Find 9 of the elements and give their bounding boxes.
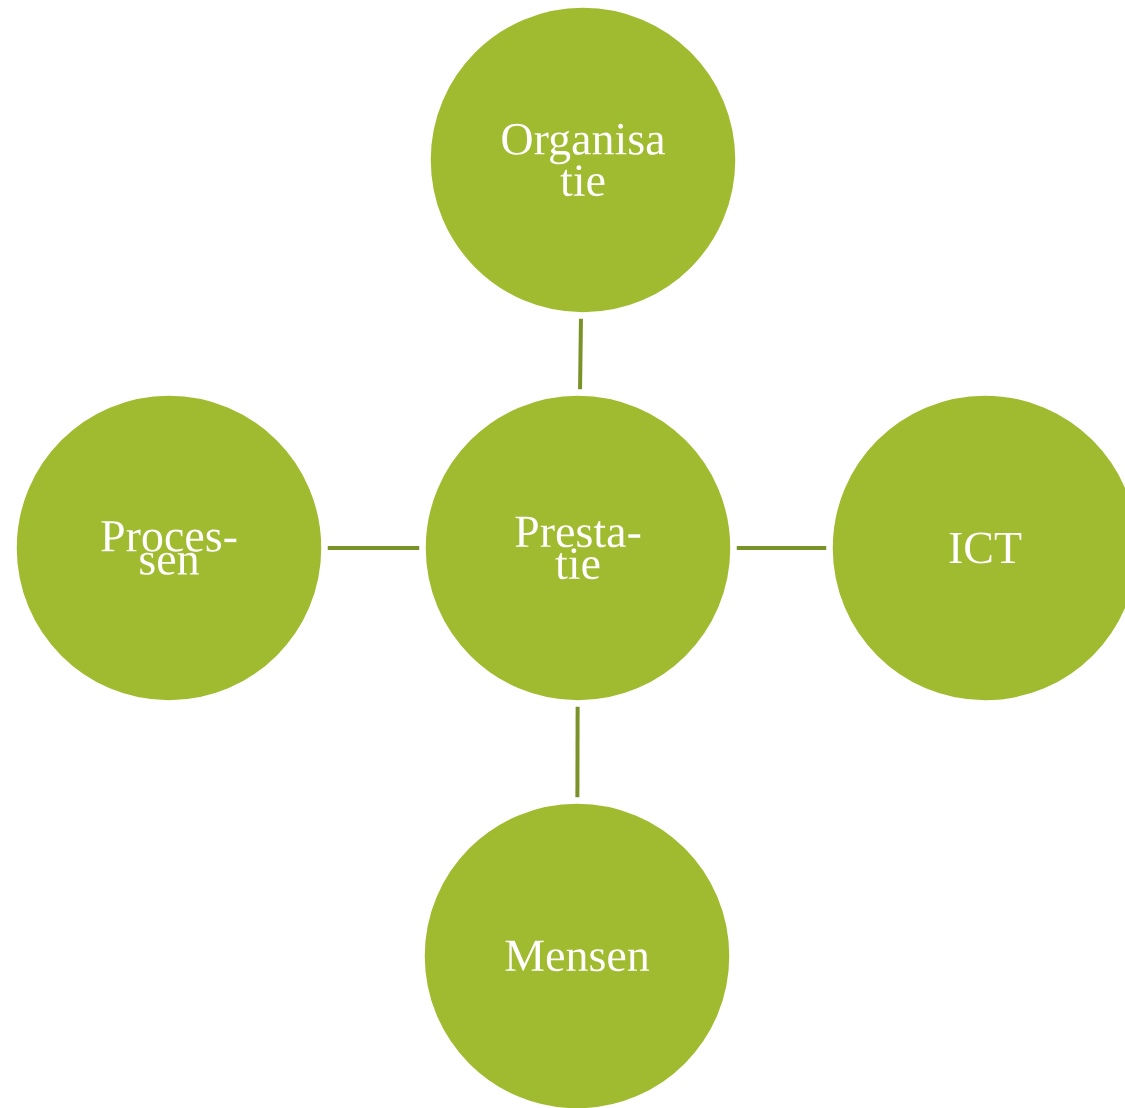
connector-line xyxy=(575,706,580,798)
circle-node: ICT xyxy=(831,394,1125,702)
circle-node: Presta- tie xyxy=(424,394,732,702)
circle-node: Organisa tie xyxy=(429,6,737,314)
connector-line xyxy=(327,546,420,550)
connector-line xyxy=(578,318,583,390)
connector-line xyxy=(736,546,827,550)
circle-node: Proces- sen xyxy=(15,394,323,702)
circle-node: Mensen xyxy=(423,802,731,1108)
